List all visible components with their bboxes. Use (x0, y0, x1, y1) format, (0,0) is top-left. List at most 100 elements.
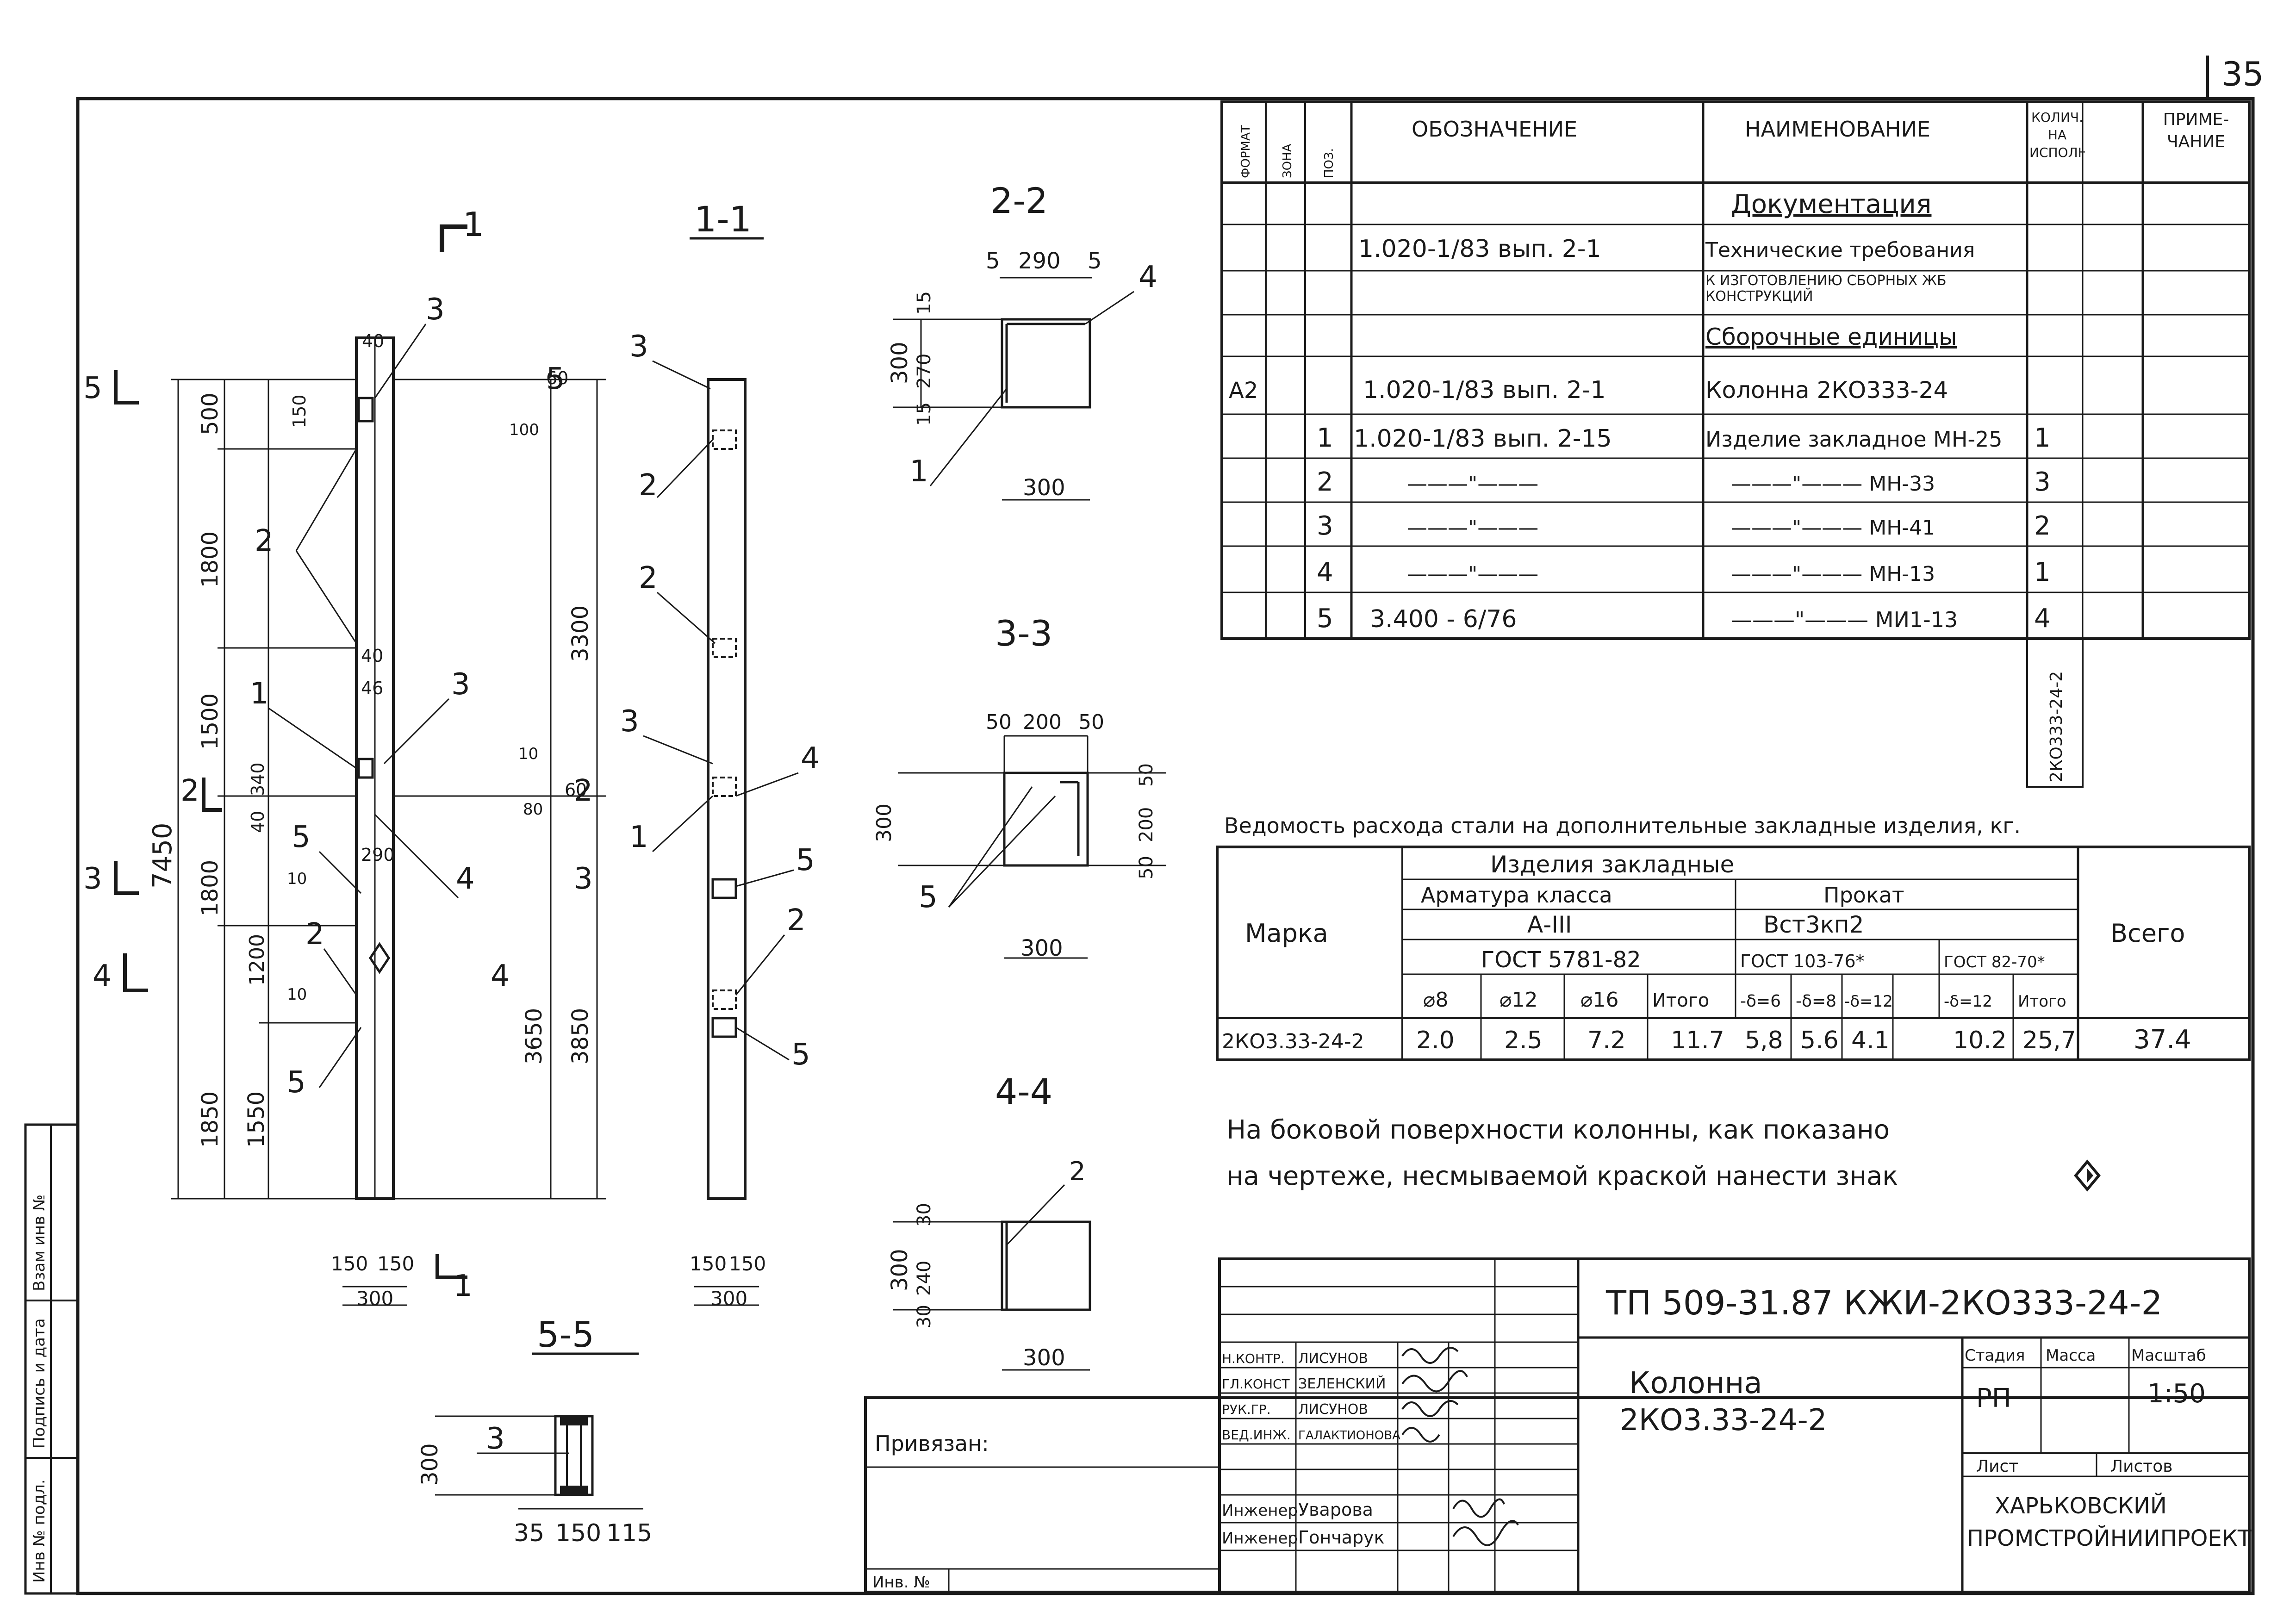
tb-stage: РП (1976, 1383, 2011, 1413)
section-4-4: 4-4 30 240 30 300 300 2 (887, 1071, 1091, 1371)
steel-mark-label: Марка (1245, 919, 1328, 948)
row2-designation: 1.020-1/83 вып. 2-15 (1354, 425, 1612, 453)
steel-subhead-7: -δ=12 (1944, 992, 1992, 1011)
tb-person-5: Гончарук (1298, 1527, 1385, 1548)
s22-callout-4: 4 (1139, 260, 1157, 294)
steel-val-5: 5.6 (1800, 1027, 1839, 1054)
hdr-designation: ОБОЗНАЧЕНИЕ (1412, 117, 1577, 142)
section-5-5: 5-5 300 35 150 115 3 (417, 1314, 652, 1547)
dim-340: 340 (248, 762, 268, 796)
section-mark-3-right: 3 (574, 862, 593, 896)
steel-subhead-5: -δ=8 (1796, 992, 1836, 1011)
row4-designation: ———"——— (1407, 516, 1538, 540)
note-line1: На боковой поверхности колонны, как пока… (1226, 1115, 1890, 1145)
s44-dim-300-h: 300 (1023, 1345, 1065, 1371)
row3-name: ———"——— МН-33 (1731, 472, 1935, 496)
sheet-number: 35 (2221, 55, 2264, 93)
row3-designation: ———"——— (1407, 472, 1538, 496)
side-callout-5-upper: 5 (796, 843, 815, 877)
section-mark-5-right: 5 (546, 362, 565, 396)
hdr-note: ПРИМЕ-ЧАНИЕ (2163, 110, 2229, 151)
row2-pos: 1 (1317, 423, 1333, 453)
callout-5-upper: 5 (292, 820, 311, 854)
tb-role-0: Н.КОНТР. (1222, 1351, 1285, 1366)
dim-100: 100 (509, 421, 539, 439)
section-mark-3: 3 (83, 862, 102, 896)
tb-name1: Колонна (1629, 1366, 1762, 1400)
steel-title: Ведомость расхода стали на дополнительны… (1224, 813, 2021, 838)
steel-prokat-gost2: ГОСТ 82-70* (1944, 953, 2045, 971)
steel-group: Изделия закладные (1490, 851, 1734, 878)
hdr-qty-wrap: КОЛИЧ. НА ИСПОЛН. (2029, 110, 2085, 160)
s33-dim-50-top: 50 (1136, 763, 1157, 787)
side-dim-150-left: 150 (690, 1252, 727, 1275)
tb-sheets-label: Листов (2110, 1457, 2172, 1476)
section-title-3-3: 3-3 (995, 613, 1052, 654)
section-mark-2-right: 2 (574, 774, 593, 808)
callout-1-front: 1 (250, 677, 269, 711)
steel-prokat-gost1: ГОСТ 103-76* (1740, 951, 1865, 971)
strip-vzam-inv: Взам инв № (30, 1195, 49, 1291)
section-mark-5: 5 (83, 371, 102, 405)
s22-dim-5-left: 5 (986, 248, 1000, 274)
steel-val-6: 4.1 (1851, 1027, 1890, 1054)
tb-role-2: РУК.ГР. (1222, 1402, 1271, 1417)
dim-10-c: 10 (287, 985, 307, 1004)
dim-150-left: 150 (331, 1252, 368, 1275)
hdr-zone: ЗОНА (1281, 143, 1294, 178)
section-1-1: 1-1 150 150 300 3 2 2 3 4 1 5 2 5 (620, 199, 820, 1310)
tb-sheet-label: Лист (1976, 1457, 2018, 1476)
s33-dim-200-v: 200 (1136, 807, 1157, 842)
side-callout-1: 1 (629, 820, 648, 854)
hdr-qty: КОЛИЧ. НА ИСПОЛН. (2029, 110, 2085, 160)
title-block: ТП 509-31.87 КЖИ-2КО333-24-2 Колонна 2КО… (864, 1257, 2252, 1593)
callout-3-mid: 3 (451, 667, 470, 702)
steel-armature-gost: ГОСТ 5781-82 (1481, 947, 1641, 973)
hdr-format: ФОРМАТ (1239, 125, 1253, 178)
row6-pos: 5 (1317, 604, 1333, 634)
steel-row-mark: 2КО3.33-24-2 (1222, 1030, 1364, 1053)
s55-dim-300-v: 300 (417, 1443, 443, 1486)
hdr-name: НАИМЕНОВАНИЕ (1745, 117, 1930, 142)
s33-dim-300-h: 300 (1020, 935, 1063, 961)
row5-name: ———"——— МН-13 (1731, 562, 1935, 586)
s44-dim-240: 240 (914, 1261, 935, 1296)
dim-40-lower: 40 (361, 646, 383, 666)
steel-subhead-6: -δ=12 (1844, 992, 1893, 1011)
dim-290: 290 (361, 845, 395, 865)
s33-dim-50-bottom: 50 (1136, 856, 1157, 879)
row0-name: Технические требования (1705, 238, 1975, 262)
dim-3650: 3650 (521, 1008, 547, 1064)
callout-2-lower: 2 (305, 917, 324, 952)
row4-qty: 2 (2034, 511, 2051, 541)
steel-armature: Арматура класса (1421, 883, 1612, 908)
row3-qty: 3 (2034, 467, 2051, 497)
tb-scale: 1:50 (2147, 1379, 2206, 1409)
section-mark-1-bottom: 1 (454, 1269, 473, 1303)
steel-val-0: 2.0 (1416, 1027, 1455, 1054)
dim-40-top: 40 (362, 331, 384, 351)
section-3-3: 3-3 50 200 50 300 50 200 50 300 5 (872, 613, 1166, 961)
row6-name: ———"——— МИ1-13 (1731, 607, 1958, 632)
steel-subhead-0: ⌀8 (1423, 988, 1448, 1012)
dim-1800-upper: 1800 (197, 531, 223, 588)
steel-row-total: 37.4 (2134, 1025, 2191, 1055)
section-mark-2: 2 (180, 774, 199, 808)
dim-1850: 1850 (197, 1091, 223, 1148)
s33-dim-50-left: 50 (986, 710, 1012, 734)
section-2-2: 2-2 5 290 5 15 270 15 300 300 4 1 (887, 180, 1157, 501)
callout-4-front: 4 (456, 862, 475, 896)
steel-subhead-4: -δ=6 (1740, 992, 1781, 1011)
section-units: Сборочные единицы (1705, 324, 1957, 350)
steel-subhead-2: ⌀16 (1580, 988, 1618, 1012)
section-mark-4: 4 (93, 959, 112, 993)
section-title-5-5: 5-5 (537, 1314, 594, 1355)
s55-dim-150: 150 (555, 1519, 601, 1547)
dim-10-a: 10 (518, 745, 538, 763)
tb-person-1: ЗЕЛЕНСКИЙ (1298, 1375, 1386, 1392)
dim-40-mid: 40 (248, 811, 268, 833)
steel-subhead-3: Итого (1652, 990, 1709, 1011)
steel-subhead-8: Итого (2018, 992, 2066, 1011)
side-callout-3-top: 3 (629, 330, 648, 364)
row1-name: Колонна 2КО333-24 (1705, 377, 1948, 404)
